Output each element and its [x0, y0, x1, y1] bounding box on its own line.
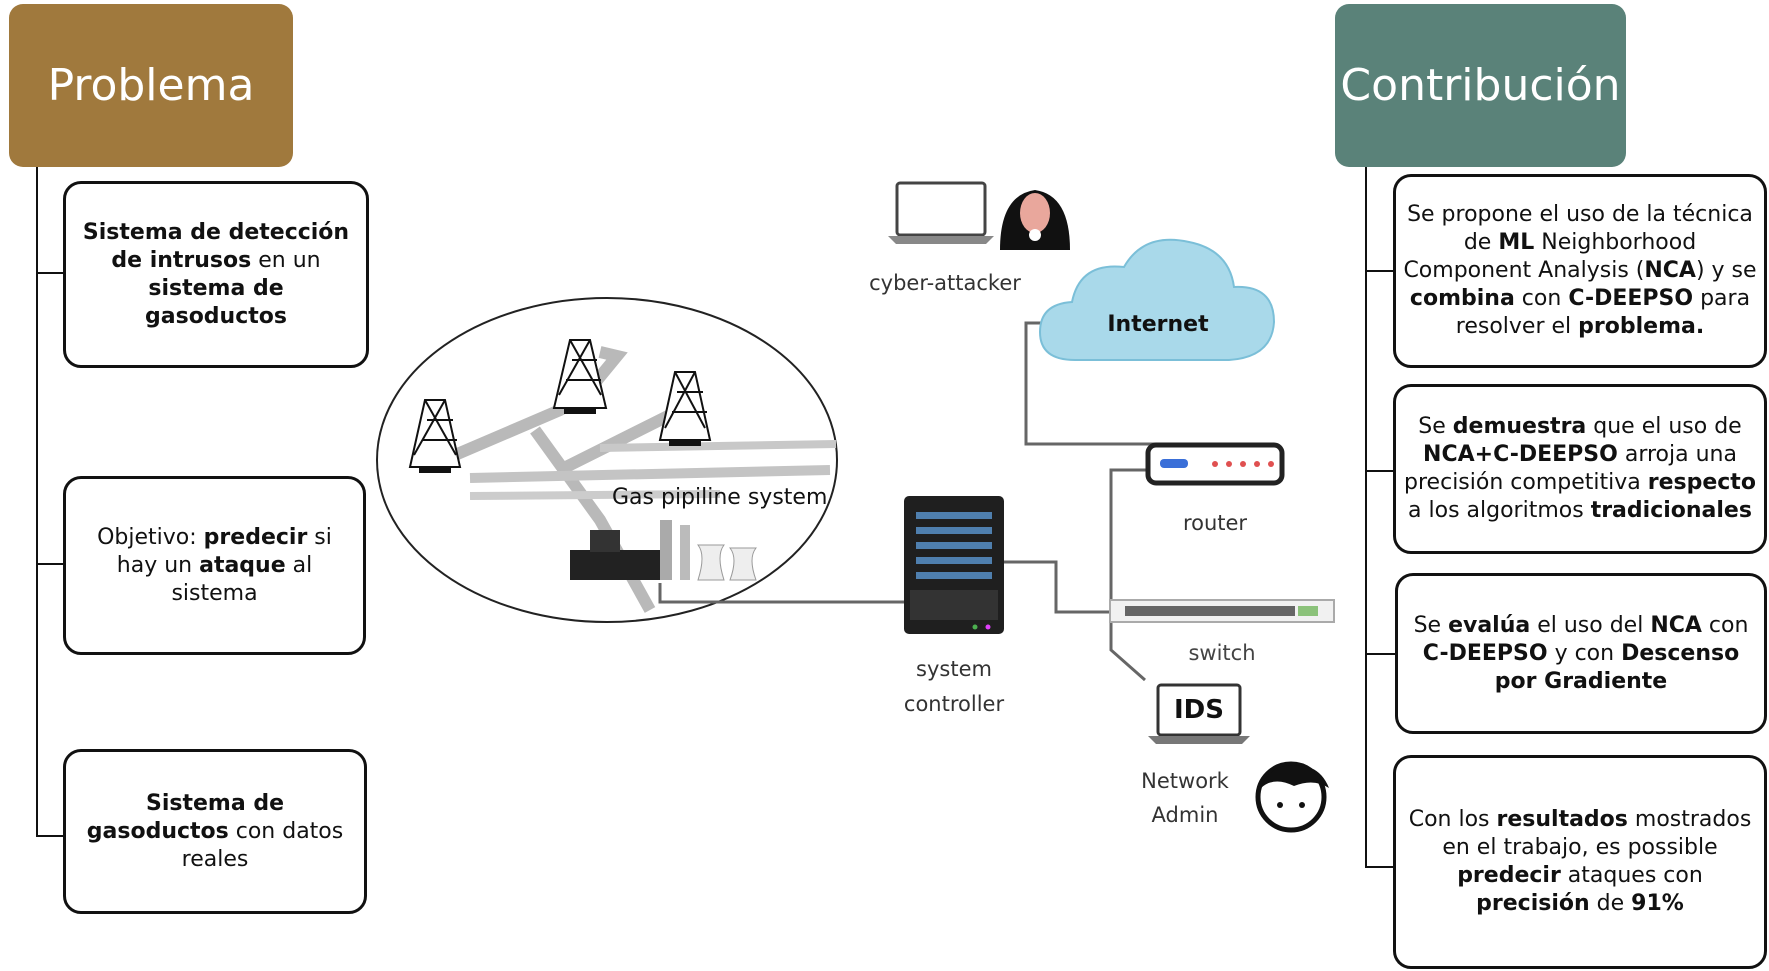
processing-plant — [570, 520, 758, 581]
contribucion-run: ) y se — [1695, 258, 1757, 283]
contribucion-run: NCA+C-DEEPSO — [1423, 442, 1618, 467]
problema-box-2: Objetivo: predecir si hay un ataque al s… — [63, 476, 366, 655]
router-icon — [1145, 442, 1285, 486]
contribucion-run: Con los — [1408, 807, 1497, 832]
contribucion-run: con — [1514, 286, 1569, 311]
problema-run: Objetivo: — [97, 524, 204, 550]
contribucion-run: tradicionales — [1590, 498, 1752, 523]
problema-run: sistema de gasoductos — [145, 275, 287, 329]
contribucion-run: el uso del — [1530, 612, 1651, 638]
contribucion-run: 91% — [1631, 891, 1684, 916]
cyber-attacker-label: cyber-attacker — [869, 271, 1021, 295]
problema-run: en un — [251, 247, 321, 273]
oil-derrick-1 — [408, 399, 462, 473]
problema-run: ataque — [199, 552, 286, 578]
contribucion-run: NCA — [1644, 258, 1696, 283]
contribucion-text-3: Se evalúa el uso del NCA con C-DEEPSO y … — [1406, 612, 1756, 696]
contribucion-run: de — [1589, 891, 1632, 916]
laptop-icon — [888, 181, 994, 244]
problema-box-3: Sistema de gasoductos con datos reales — [63, 749, 367, 914]
problema-run: Sistema de detección de intrusos — [82, 219, 350, 273]
ids-laptop-icon: IDS — [1148, 683, 1250, 744]
internet-cloud: Internet — [1038, 238, 1276, 361]
admin-face-icon — [1255, 761, 1329, 833]
contribucion-run: ML — [1498, 230, 1535, 255]
contribucion-run: combina — [1409, 286, 1515, 311]
oil-derrick-2 — [552, 339, 608, 414]
admin-label-line2: Admin — [1152, 803, 1219, 827]
contribucion-box-1: Se propone el uso de la técnica de ML Ne… — [1393, 174, 1767, 368]
switch-label: switch — [1188, 641, 1255, 665]
problema-run: Sistema de gasoductos — [86, 790, 284, 844]
right-connector-2 — [1365, 470, 1395, 472]
contribucion-text-1: Se propone el uso de la técnica de ML Ne… — [1400, 201, 1760, 341]
left-connector-2 — [36, 563, 63, 565]
right-connector-3 — [1365, 653, 1395, 655]
contribucion-run: a los algoritmos — [1408, 498, 1591, 523]
server-icon — [904, 496, 1004, 634]
contribucion-run: mostrados en el trabajo, es possible — [1442, 807, 1752, 860]
contribucion-run: arroja una precisión competitiva — [1404, 442, 1737, 495]
gas-pipeline-label: Gas pipiline system — [612, 485, 827, 510]
contribucion-run: que el uso de — [1586, 414, 1742, 439]
contribucion-run: Se — [1413, 612, 1449, 638]
network-diagram: Gas pipiline system cyber-attacker Inter… — [376, 181, 1335, 833]
contribucion-text-2: Se demuestra que el uso de NCA+C-DEEPSO … — [1400, 413, 1760, 525]
admin-label-line1: Network — [1141, 769, 1230, 793]
router-label: router — [1183, 511, 1247, 535]
contribucion-run: problema. — [1578, 314, 1705, 339]
contribucion-run: demuestra — [1452, 414, 1587, 439]
contribucion-run: para resolver el — [1455, 286, 1751, 339]
contribucion-box-2: Se demuestra que el uso de NCA+C-DEEPSO … — [1393, 384, 1767, 554]
left-connector-3 — [36, 835, 63, 837]
problema-text-3: Sistema de gasoductos con datos reales — [74, 790, 356, 874]
ids-label: IDS — [1174, 695, 1224, 725]
problema-text-1: Sistema de detección de intrusos en un s… — [74, 219, 358, 331]
contribucion-header: Contribución — [1335, 4, 1626, 167]
contribucion-title: Contribución — [1340, 60, 1621, 111]
right-connector-1 — [1365, 270, 1395, 272]
problema-text-2: Objetivo: predecir si hay un ataque al s… — [74, 524, 355, 608]
right-connector-4 — [1365, 866, 1395, 868]
contribucion-run: respecto — [1647, 470, 1756, 495]
oil-derrick-3 — [658, 371, 712, 446]
contribucion-run: ataques con — [1560, 863, 1703, 888]
internet-label: Internet — [1107, 312, 1209, 337]
left-connector-1 — [36, 272, 63, 274]
contribucion-run: Neighborhood Component Analysis ( — [1403, 230, 1697, 283]
hacker-icon — [1000, 190, 1070, 250]
controller-label-line2: controller — [904, 692, 1005, 716]
contribucion-text-4: Con los resultados mostrados en el traba… — [1404, 806, 1756, 918]
contribucion-run: evalúa — [1448, 612, 1531, 638]
problema-run: si hay un — [116, 524, 332, 578]
gas-pipeline-illustration: Gas pipiline system — [376, 297, 838, 623]
contribucion-run: NCA — [1650, 612, 1702, 638]
problema-header: Problema — [9, 4, 293, 167]
contribucion-run: Se propone el uso de la técnica de — [1407, 202, 1753, 255]
left-connector-vertical — [36, 167, 38, 837]
problema-run: predecir — [203, 524, 308, 550]
problema-box-1: Sistema de detección de intrusos en un s… — [63, 181, 369, 368]
switch-icon — [1109, 599, 1335, 623]
contribucion-run: C-DEEPSO — [1422, 640, 1548, 666]
contribucion-run: y con — [1547, 640, 1622, 666]
contribucion-run: Descenso por Gradiente — [1494, 640, 1740, 694]
contribucion-run: con — [1701, 612, 1749, 638]
cyber-attacker-group: cyber-attacker — [869, 181, 1070, 295]
contribucion-box-3: Se evalúa el uso del NCA con C-DEEPSO y … — [1395, 573, 1767, 734]
contribucion-box-4: Con los resultados mostrados en el traba… — [1393, 755, 1767, 969]
controller-label-line1: system — [916, 657, 992, 681]
contribucion-run: resultados — [1496, 807, 1628, 832]
problema-run: al sistema — [171, 552, 313, 606]
contribucion-run: Se — [1418, 414, 1453, 439]
problema-title: Problema — [47, 60, 255, 111]
contribucion-run: predecir — [1457, 863, 1561, 888]
contribucion-run: precisión — [1476, 891, 1590, 916]
right-connector-vertical — [1365, 167, 1367, 868]
contribucion-run: C-DEEPSO — [1568, 286, 1694, 311]
problema-run: con datos reales — [181, 818, 344, 872]
